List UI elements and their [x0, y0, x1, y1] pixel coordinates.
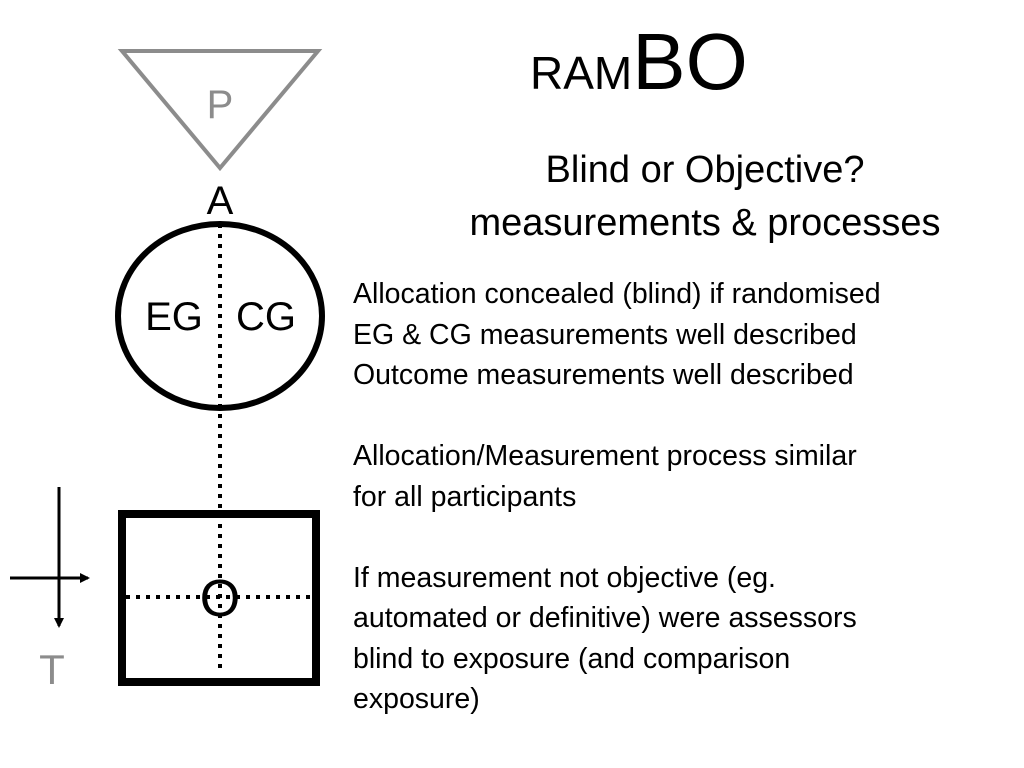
slide-title: RAMBO — [530, 22, 748, 102]
population-triangle — [117, 49, 323, 172]
exposure-group-label: EG — [145, 295, 203, 339]
checklist-line: blind to exposure (and comparison — [353, 642, 791, 675]
population-label: P — [207, 83, 234, 127]
slide-subtitle: Blind or Objective? measurements & proce… — [410, 144, 1000, 250]
comparison-group-label: CG — [236, 295, 296, 339]
groups-circle — [115, 221, 325, 411]
checklist-paragraph: Allocation concealed (blind) if randomis… — [353, 274, 1013, 396]
checklist-paragraph: Allocation/Measurement process similar f… — [353, 436, 1013, 517]
checklist-line: for all participants — [353, 480, 577, 513]
allocation-label: A — [207, 179, 234, 223]
subtitle-line-2: measurements & processes — [469, 202, 941, 244]
subtitle-line-1: Blind or Objective? — [545, 149, 865, 191]
title-acronym-small: RAM — [530, 47, 633, 99]
checklist-paragraph: If measurement not objective (eg. automa… — [353, 558, 1013, 720]
checklist-line: EG & CG measurements well described — [353, 318, 857, 351]
time-label: T — [39, 646, 65, 693]
checklist: Allocation concealed (blind) if randomis… — [353, 274, 1013, 720]
checklist-line: If measurement not objective (eg. — [353, 561, 776, 594]
checklist-line: Outcome measurements well described — [353, 359, 854, 391]
outcome-box — [118, 510, 320, 686]
checklist-line: Allocation concealed (blind) if randomis… — [353, 278, 881, 310]
checklist-line: automated or definitive) were assessors — [353, 602, 857, 634]
checklist-line: exposure) — [353, 683, 480, 715]
checklist-line: Allocation/Measurement process similar — [353, 440, 857, 472]
title-acronym-large: BO — [632, 17, 748, 106]
outcome-label: O — [200, 570, 240, 628]
